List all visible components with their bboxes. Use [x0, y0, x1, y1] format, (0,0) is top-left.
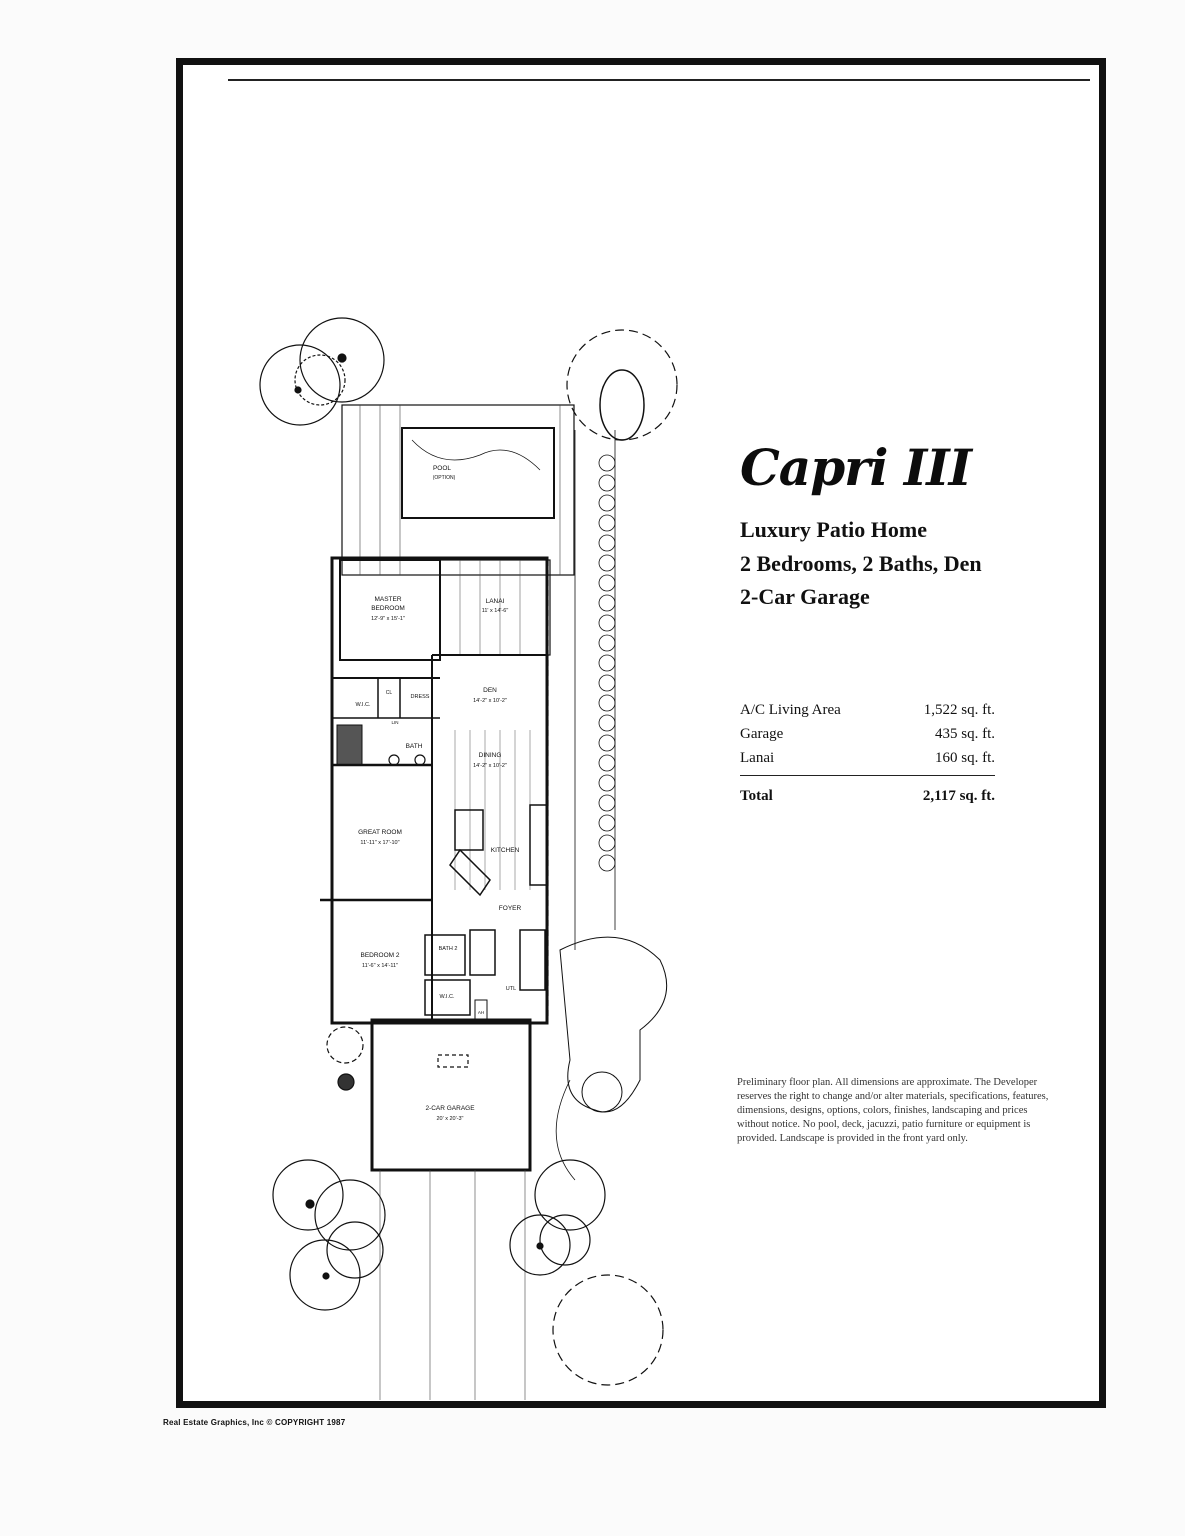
total-value: 2,117 sq. ft. — [922, 788, 995, 804]
disclaimer-text: Preliminary floor plan. All dimensions a… — [737, 1077, 1049, 1144]
room-dim-great: 11'-11" x 17'-10" — [360, 840, 399, 846]
room-label-bedroom2: BEDROOM 2 — [360, 952, 399, 959]
room-label-ah: AH — [478, 1010, 484, 1015]
room-label-pool-note: (OPTION) — [433, 475, 456, 481]
room-dim-lanai: 11' x 14'-6" — [482, 608, 509, 614]
room-dim-master: 12'-9" x 15'-1" — [371, 616, 405, 622]
room-label-foyer: FOYER — [499, 905, 522, 912]
area-table: A/C Living Area 1,522 sq. ft. Garage 435… — [740, 698, 995, 808]
area-value: 435 sq. ft. — [935, 726, 995, 742]
room-label-lanai: LANAI — [486, 598, 505, 605]
deck-area — [341, 404, 575, 576]
room-label-lin: LIN — [391, 720, 398, 725]
room-dim-bedroom2: 11'-6" x 14'-11" — [362, 963, 398, 969]
area-value: 1,522 sq. ft. — [923, 702, 995, 718]
garage-outline — [370, 1018, 532, 1172]
area-label: Garage — [740, 726, 784, 742]
room-label-pool: POOL — [433, 465, 451, 472]
total-label: Total — [740, 788, 773, 804]
room-label-cl: CL — [386, 690, 393, 696]
room-label-kitchen: KITCHEN — [491, 847, 520, 854]
pool-outline — [401, 427, 555, 519]
area-total-row: Total 2,117 sq. ft. — [740, 784, 995, 808]
room-label-garage: 2-CAR GARAGE — [425, 1105, 475, 1112]
room-label-bath: BATH — [406, 743, 423, 750]
room-label-wic: W.I.C. — [356, 702, 371, 708]
area-row: Garage 435 sq. ft. — [740, 722, 995, 746]
area-value: 160 sq. ft. — [935, 750, 995, 766]
room-label-den: DEN — [483, 687, 497, 694]
room-label-bath2: BATH 2 — [439, 946, 458, 952]
area-label: Lanai — [740, 750, 775, 766]
area-divider — [740, 775, 995, 776]
room-dim-dining: 14'-2" x 10'-2" — [473, 763, 507, 769]
room-label-master-2: BEDROOM — [371, 605, 405, 612]
copyright-credit: Real Estate Graphics, Inc © COPYRIGHT 19… — [163, 1418, 346, 1427]
area-row: A/C Living Area 1,522 sq. ft. — [740, 698, 995, 722]
room-label-dining: DINING — [479, 752, 502, 759]
room-label-utl: UTL — [506, 986, 516, 992]
page-title: Capri III — [740, 438, 972, 497]
top-rule — [228, 79, 1090, 81]
room-dim-den: 14'-2" x 10'-2" — [473, 698, 507, 704]
room-label-great: GREAT ROOM — [358, 829, 402, 836]
area-row: Lanai 160 sq. ft. — [740, 746, 995, 770]
subtitle-line-1: Luxury Patio Home — [740, 517, 927, 542]
house-outline — [330, 556, 549, 1025]
room-label-dress: DRESS — [411, 694, 430, 700]
room-dim-garage: 20' x 20'-3" — [437, 1116, 464, 1122]
subtitle-line-3: 2-Car Garage — [740, 584, 870, 609]
room-label-master: MASTER — [374, 596, 401, 603]
area-label: A/C Living Area — [740, 702, 841, 718]
subtitle-line-2: 2 Bedrooms, 2 Baths, Den — [740, 551, 982, 576]
room-label-wic2: W.I.C. — [440, 994, 455, 1000]
